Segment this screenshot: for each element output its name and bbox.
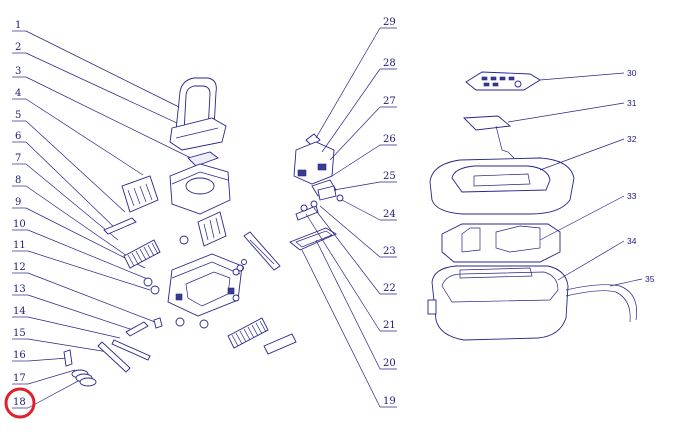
callout-5: 5 xyxy=(15,110,21,121)
callout-3: 3 xyxy=(15,66,21,77)
callout-24: 24 xyxy=(383,209,396,220)
pin-part xyxy=(63,349,73,367)
highlight-circle xyxy=(4,387,36,419)
screw-part-c xyxy=(241,259,247,265)
track-part xyxy=(97,341,131,373)
callout-29: 29 xyxy=(383,17,396,28)
label-sheet-part xyxy=(462,115,512,131)
callout-9: 9 xyxy=(15,197,21,208)
motor-block-part xyxy=(293,141,335,185)
callout-30: 30 xyxy=(627,68,637,78)
right-underlines xyxy=(380,27,397,408)
callout-11: 11 xyxy=(13,240,26,251)
callout-1: 1 xyxy=(15,20,21,31)
track-right-part xyxy=(243,231,281,271)
callout-23: 23 xyxy=(383,246,396,257)
callout-16: 16 xyxy=(13,350,26,361)
callout-4: 4 xyxy=(15,88,21,99)
power-supply-parts xyxy=(427,71,637,341)
clip-part xyxy=(153,317,163,329)
filter-panel-part xyxy=(121,175,159,213)
lid-part xyxy=(429,157,575,215)
long-bar-part xyxy=(111,339,151,361)
filter-tray-part xyxy=(289,227,337,251)
callout-10: 10 xyxy=(13,219,26,230)
screw-part-a xyxy=(232,294,240,302)
gear-part-a xyxy=(179,235,189,245)
callout-28: 28 xyxy=(383,58,396,69)
wheel-part-b xyxy=(199,319,209,329)
main-chassis-part xyxy=(167,253,243,317)
brush-roller-left xyxy=(123,239,161,269)
right-leader-lines xyxy=(301,27,381,408)
left-leader-lines xyxy=(25,30,196,409)
shaft-part xyxy=(295,205,319,221)
gear-part-b xyxy=(143,277,153,287)
callout-14: 14 xyxy=(13,306,26,317)
right-callouts: 29 28 27 26 25 24 23 22 21 20 19 xyxy=(383,17,396,407)
callout-31: 31 xyxy=(627,98,637,108)
callout-22: 22 xyxy=(383,283,396,294)
callout-19: 19 xyxy=(383,396,396,407)
cylinder-part xyxy=(263,333,297,355)
wheel-part-a xyxy=(175,317,185,327)
callout-32: 32 xyxy=(627,134,637,144)
side-bar-part xyxy=(103,217,137,235)
inner-tray-part xyxy=(441,223,561,263)
callout-18: 18 xyxy=(13,397,26,408)
power-cable xyxy=(565,284,637,321)
screw-part-24 xyxy=(336,194,344,202)
control-panel-part xyxy=(465,71,541,91)
callout-6: 6 xyxy=(15,131,21,142)
callout-7: 7 xyxy=(15,153,21,164)
callout-20: 20 xyxy=(383,358,396,369)
callout-33: 33 xyxy=(627,191,637,201)
box-callouts: 30 31 32 33 34 35 xyxy=(627,68,655,284)
callout-12: 12 xyxy=(13,262,26,273)
box-leader-lines xyxy=(507,72,643,287)
base-part xyxy=(427,265,569,341)
link-part xyxy=(125,321,149,337)
callout-13: 13 xyxy=(13,284,26,295)
brush-roller-right xyxy=(227,317,269,349)
callout-21: 21 xyxy=(383,320,396,331)
callout-25: 25 xyxy=(383,171,396,182)
callout-35: 35 xyxy=(645,274,655,284)
callout-8: 8 xyxy=(15,175,21,186)
left-underlines xyxy=(12,30,28,409)
robot-exploded-parts xyxy=(63,77,297,387)
callout-2: 2 xyxy=(15,42,21,53)
left-callouts: 1 2 3 4 5 6 7 8 9 10 11 12 13 14 15 16 1… xyxy=(13,20,26,408)
spring-part xyxy=(71,369,97,387)
callout-15: 15 xyxy=(13,328,26,339)
callout-27: 27 xyxy=(383,96,396,107)
top-cover-part xyxy=(169,117,227,151)
callout-34: 34 xyxy=(627,236,637,246)
callout-17: 17 xyxy=(13,373,26,384)
motor-assembly-parts xyxy=(289,133,344,251)
callout-26: 26 xyxy=(383,134,396,145)
plate-part xyxy=(187,151,219,167)
gear-part-c xyxy=(150,285,160,295)
